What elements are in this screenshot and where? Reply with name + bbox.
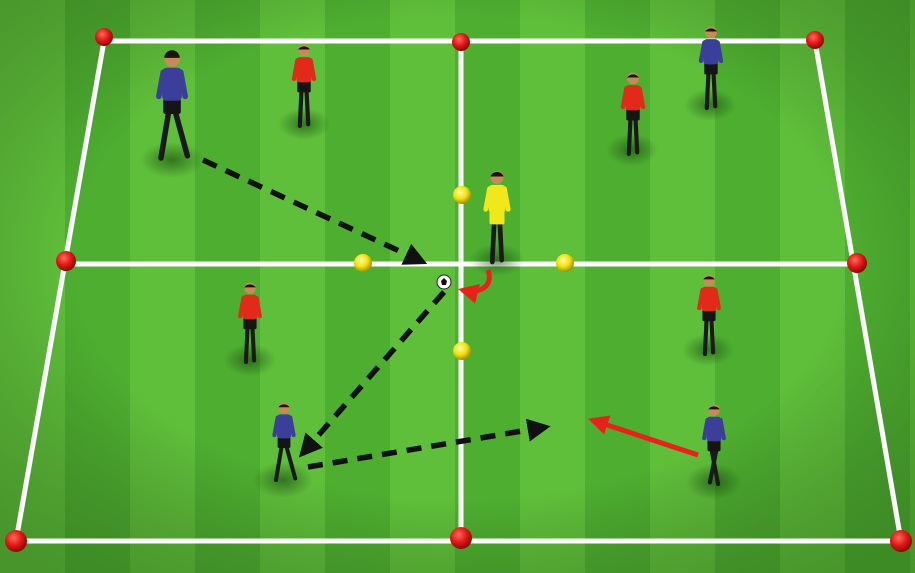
cone-red: [95, 28, 113, 46]
cone-red: [847, 253, 867, 273]
shorts: [243, 317, 257, 330]
shirt: [276, 414, 292, 439]
hair: [278, 404, 290, 408]
hair: [164, 50, 180, 58]
shorts: [707, 439, 721, 452]
player-red: [238, 282, 262, 365]
shorts: [702, 309, 716, 322]
shirt: [296, 57, 312, 83]
hair: [244, 284, 256, 288]
red-cones: [5, 28, 912, 552]
player-blue: [272, 402, 298, 482]
player-neutral: [483, 170, 511, 265]
arrows: [201, 157, 699, 470]
cone-yellow: [453, 342, 471, 360]
shorts: [489, 211, 505, 225]
player-red: [697, 274, 721, 357]
shirt: [706, 416, 722, 442]
shirt: [488, 184, 506, 214]
shorts: [626, 108, 640, 121]
shirt: [703, 39, 719, 65]
player-blue: [156, 50, 191, 161]
pass-arrow: [298, 290, 447, 458]
head: [298, 44, 310, 57]
hair: [627, 74, 639, 78]
shorts: [704, 62, 718, 75]
cone-yellow: [453, 186, 471, 204]
hair: [703, 276, 715, 280]
shirt: [625, 85, 641, 111]
head: [278, 402, 290, 414]
shirt: [242, 294, 258, 320]
player-blue: [698, 26, 724, 111]
cone-yellow: [354, 254, 372, 272]
shirt: [701, 286, 717, 312]
player-red: [291, 44, 317, 129]
cone-red: [5, 530, 27, 552]
head: [244, 282, 256, 294]
shorts: [297, 80, 311, 93]
head: [705, 26, 717, 39]
head: [708, 404, 720, 416]
yellow-cones: [354, 186, 574, 360]
shorts: [277, 436, 291, 448]
players: [156, 26, 726, 487]
player-red: [620, 72, 646, 157]
head: [703, 274, 715, 286]
shirt: [162, 67, 182, 101]
cone-red: [450, 527, 472, 549]
shorts: [163, 98, 181, 114]
cone-red: [56, 251, 76, 271]
run-arrow: [588, 415, 699, 458]
pass-arrow: [307, 418, 551, 470]
cone-yellow: [556, 254, 574, 272]
hair: [490, 171, 504, 177]
hair: [705, 28, 717, 32]
player-shadows: [140, 89, 742, 500]
cone-red: [806, 31, 824, 49]
hair: [708, 406, 720, 410]
player-blue: [702, 404, 726, 487]
head: [627, 72, 639, 85]
run-arrow: [458, 269, 492, 304]
cone-red: [452, 33, 470, 51]
hair: [298, 46, 310, 50]
cone-red: [890, 530, 912, 552]
soccer-ball-icon: [436, 274, 452, 290]
pass-arrow: [201, 157, 428, 265]
